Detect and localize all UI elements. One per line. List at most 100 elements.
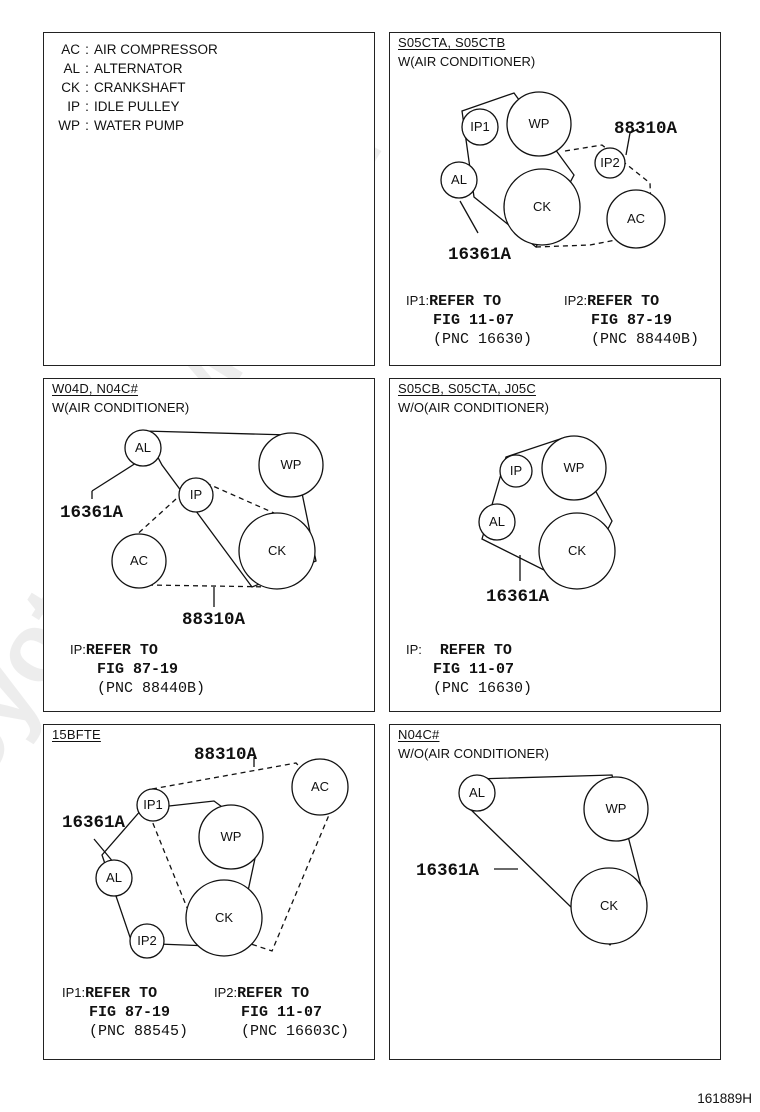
ac-pulley bbox=[606, 189, 666, 249]
legend-row: WP:WATER PUMP bbox=[48, 118, 184, 133]
ck-pulley bbox=[538, 512, 616, 590]
ac-belt bbox=[131, 482, 275, 588]
wp-pulley bbox=[506, 91, 572, 157]
legend-name: CRANKSHAFT bbox=[94, 80, 186, 95]
ck-pulley bbox=[503, 168, 581, 246]
pulley-label: AL bbox=[469, 785, 485, 800]
pulley-label: IP2 bbox=[600, 155, 620, 170]
part-number: 88310A bbox=[182, 610, 246, 630]
legend-panel: AC:AIR COMPRESSOR AL:ALTERNATOR CK:CRANK… bbox=[43, 32, 375, 366]
leader-line bbox=[625, 132, 631, 156]
ip2-pulley bbox=[129, 923, 165, 959]
panel-subtitle: W(AIR CONDITIONER) bbox=[52, 400, 190, 415]
reference-note: IP2:REFER TO FIG 87-19 (PNC 88440B) bbox=[564, 293, 700, 348]
reference-note: IP:REFER TO FIG 87-19 (PNC 88440B) bbox=[70, 642, 206, 697]
pulley-label: CK bbox=[568, 543, 586, 558]
panel-title: S05CB, S05CTA, J05C bbox=[398, 381, 536, 396]
pulley-label: WP bbox=[606, 801, 627, 816]
panel-title: W04D, N04C# bbox=[52, 381, 139, 396]
legend-name: AIR COMPRESSOR bbox=[94, 42, 218, 57]
pulley-label: CK bbox=[600, 898, 618, 913]
belt-diagram: AL WP CK 16361A bbox=[416, 774, 649, 946]
pulley-label: WP bbox=[529, 116, 550, 131]
belt-diagram: IP1 WP IP2 AL CK AC 88310A 16361A bbox=[440, 91, 678, 265]
pulley-label: IP1 bbox=[470, 119, 490, 134]
reference-note: IP2:REFER TO FIG 11-07 (PNC 16603C) bbox=[214, 985, 350, 1040]
pulley-label: WP bbox=[281, 457, 302, 472]
al-pulley bbox=[458, 774, 496, 812]
ck-pulley bbox=[185, 879, 263, 957]
panel-title: 15BFTE bbox=[52, 727, 101, 742]
leader-line bbox=[629, 128, 639, 134]
legend-name: IDLE PULLEY bbox=[94, 99, 180, 114]
al-pulley bbox=[440, 161, 478, 199]
legend-row: AL:ALTERNATOR bbox=[48, 61, 183, 76]
panel-title: N04C# bbox=[398, 727, 440, 742]
legend-abbr: IP bbox=[67, 99, 80, 114]
ck-pulley bbox=[238, 512, 316, 590]
panel-title: S05CTA, S05CTB bbox=[398, 35, 506, 50]
pulley-label: AC bbox=[130, 553, 148, 568]
ip-pulley bbox=[178, 477, 214, 513]
pulley-label: IP1 bbox=[143, 797, 163, 812]
legend-name: ALTERNATOR bbox=[94, 61, 183, 76]
reference-note: IP: REFER TO FIG 11-07 (PNC 16630) bbox=[406, 642, 533, 697]
ac-belt bbox=[535, 144, 653, 248]
leader-line bbox=[93, 838, 115, 864]
pulley-label: CK bbox=[533, 199, 551, 214]
pulley-label: AL bbox=[106, 870, 122, 885]
pulley-label: CK bbox=[268, 543, 286, 558]
document-number: 161889H bbox=[697, 1091, 752, 1106]
pulley-label: CK bbox=[215, 910, 233, 925]
ac-pulley bbox=[111, 533, 167, 589]
part-number: 16361A bbox=[448, 245, 512, 265]
legend-abbr: AL bbox=[63, 61, 80, 76]
pulley-label: AC bbox=[311, 779, 329, 794]
belt-diagram-panel: S05CB, S05CTA, J05C W/O(AIR CONDITIONER)… bbox=[389, 378, 721, 712]
reference-note: IP1:REFER TO FIG 11-07 (PNC 16630) bbox=[406, 293, 533, 348]
wp-pulley bbox=[541, 435, 607, 501]
ip1-pulley bbox=[136, 788, 170, 822]
pulley-label: IP bbox=[510, 463, 522, 478]
belt-diagram: AL WP IP AC CK 16361A 88310A bbox=[60, 429, 324, 630]
ip-pulley bbox=[499, 454, 533, 488]
legend-row: CK:CRANKSHAFT bbox=[48, 80, 186, 95]
part-number: 88310A bbox=[194, 745, 258, 765]
legend-abbr: WP bbox=[58, 118, 80, 133]
part-number: 16361A bbox=[60, 503, 124, 523]
part-number: 16361A bbox=[62, 813, 126, 833]
wp-pulley bbox=[583, 776, 649, 842]
al-pulley bbox=[478, 503, 516, 541]
legend-row: AC:AIR COMPRESSOR bbox=[48, 42, 218, 57]
ck-pulley bbox=[570, 867, 648, 945]
belt-diagram-panel: S05CTA, S05CTB W(AIR CONDITIONER) IP1 WP… bbox=[389, 32, 721, 366]
reference-note: IP1:REFER TO FIG 87-19 (PNC 88545) bbox=[62, 985, 189, 1040]
pulley-label: WP bbox=[564, 460, 585, 475]
pulley-label: AL bbox=[489, 514, 505, 529]
wp-pulley bbox=[198, 804, 264, 870]
pulley-label: IP bbox=[190, 487, 202, 502]
legend-row: IP:IDLE PULLEY bbox=[48, 99, 180, 114]
pulley-label: WP bbox=[221, 829, 242, 844]
leader-line bbox=[91, 462, 137, 492]
part-number: 16361A bbox=[486, 587, 550, 607]
pulley-label: AL bbox=[451, 172, 467, 187]
part-number: 16361A bbox=[416, 861, 480, 881]
leader-line bbox=[459, 200, 479, 234]
belt-diagram-panel: 15BFTE AC IP1 WP AL CK IP2 88310A 16361A… bbox=[43, 724, 375, 1060]
panel-subtitle: W/O(AIR CONDITIONER) bbox=[398, 400, 549, 415]
belt-diagram-panel: N04C# W/O(AIR CONDITIONER) AL WP CK 1636… bbox=[389, 724, 721, 1060]
belt-diagram: AC IP1 WP AL CK IP2 88310A 16361A bbox=[62, 745, 349, 959]
legend-abbr: AC bbox=[61, 42, 80, 57]
ip2-pulley bbox=[594, 147, 626, 179]
panel-subtitle: W(AIR CONDITIONER) bbox=[398, 54, 536, 69]
pulley-label: AC bbox=[627, 211, 645, 226]
pulley-label: IP2 bbox=[137, 933, 157, 948]
panel-subtitle: W/O(AIR CONDITIONER) bbox=[398, 746, 549, 761]
wp-pulley bbox=[258, 432, 324, 498]
part-number: 88310A bbox=[614, 119, 678, 139]
legend-name: WATER PUMP bbox=[94, 118, 184, 133]
belt-diagram: IP WP AL CK 16361A bbox=[478, 435, 616, 607]
al-pulley bbox=[124, 429, 162, 467]
ac-pulley bbox=[291, 758, 349, 816]
